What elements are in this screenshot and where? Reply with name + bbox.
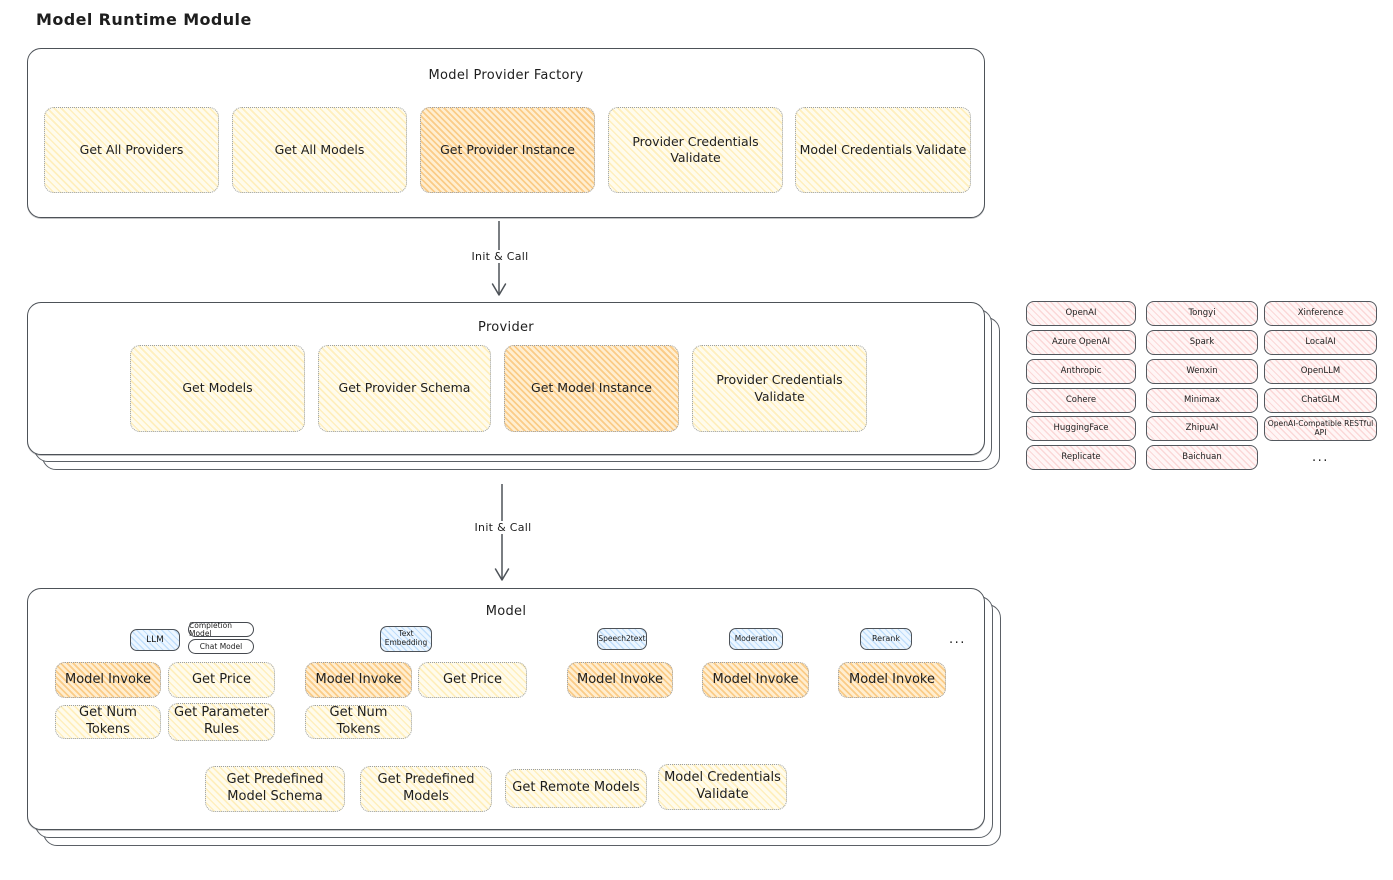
model-tag-text-embedding: Text Embedding	[380, 626, 432, 652]
init-call-label-1: Init & Call	[462, 250, 538, 263]
factory-method-model-credentials-validate: Model Credentials Validate	[795, 107, 971, 193]
provider-method-provider-credentials-validate: Provider Credentials Validate	[692, 345, 867, 432]
provider-item-openai: OpenAI	[1026, 301, 1136, 326]
model-method-get-predefined-model-schema: Get Predefined Model Schema	[205, 766, 345, 812]
provider-item-wenxin: Wenxin	[1146, 359, 1258, 384]
provider-item-localai: LocalAI	[1264, 330, 1377, 355]
model-tag-moderation: Moderation	[729, 628, 783, 650]
model-tags-ellipsis: ...	[949, 631, 966, 647]
provider-item-chatglm: ChatGLM	[1264, 388, 1377, 413]
page-title: Model Runtime Module	[36, 10, 252, 29]
model-method-get-remote-models: Get Remote Models	[505, 769, 647, 808]
model-tag-rerank: Rerank	[860, 628, 912, 650]
provider-method-get-model-instance: Get Model Instance	[504, 345, 679, 432]
model-method-get-price-llm: Get Price	[168, 662, 275, 698]
model-tag-speech2text: Speech2text	[597, 628, 647, 650]
provider-item-huggingface: HuggingFace	[1026, 416, 1136, 441]
provider-item-cohere: Cohere	[1026, 388, 1136, 413]
model-tag-chat-model: Chat Model	[188, 639, 254, 654]
provider-item-replicate: Replicate	[1026, 445, 1136, 470]
provider-method-get-models: Get Models	[130, 345, 305, 432]
provider-item-tongyi: Tongyi	[1146, 301, 1258, 326]
provider-item-baichuan: Baichuan	[1146, 445, 1258, 470]
provider-item-anthropic: Anthropic	[1026, 359, 1136, 384]
model-method-model-invoke-moderation: Model Invoke	[702, 662, 809, 698]
provider-item-zhipuai: ZhipuAI	[1146, 416, 1258, 441]
model-tag-completion-model: Completion Model	[188, 622, 254, 637]
model-method-model-invoke-text-embedding: Model Invoke	[305, 662, 412, 698]
factory-method-provider-credentials-validate: Provider Credentials Validate	[608, 107, 783, 193]
model-tag-llm: LLM	[130, 629, 180, 651]
provider-item-azure-openai: Azure OpenAI	[1026, 330, 1136, 355]
provider-item-xinference: Xinference	[1264, 301, 1377, 326]
provider-title: Provider	[478, 320, 534, 335]
model-method-get-num-tokens-text-embedding: Get Num Tokens	[305, 705, 412, 739]
factory-method-get-all-providers: Get All Providers	[44, 107, 219, 193]
model-method-model-invoke-llm: Model Invoke	[55, 662, 161, 698]
factory-method-get-all-models: Get All Models	[232, 107, 407, 193]
model-method-get-parameter-rules: Get Parameter Rules	[168, 703, 275, 741]
model-method-model-invoke-speech2text: Model Invoke	[567, 662, 673, 698]
factory-title: Model Provider Factory	[428, 68, 584, 83]
init-call-label-2: Init & Call	[465, 521, 541, 534]
provider-grid-ellipsis: ...	[1312, 450, 1329, 465]
provider-item-openai-compatible: OpenAI-Compatible RESTful API	[1264, 416, 1377, 441]
model-title: Model	[485, 604, 527, 619]
factory-method-get-provider-instance: Get Provider Instance	[420, 107, 595, 193]
provider-item-minimax: Minimax	[1146, 388, 1258, 413]
model-method-get-price-text-embedding: Get Price	[418, 662, 527, 698]
model-method-model-credentials-validate: Model Credentials Validate	[658, 764, 787, 810]
provider-method-get-provider-schema: Get Provider Schema	[318, 345, 491, 432]
provider-item-spark: Spark	[1146, 330, 1258, 355]
provider-item-openllm: OpenLLM	[1264, 359, 1377, 384]
model-method-model-invoke-rerank: Model Invoke	[838, 662, 946, 698]
model-method-get-predefined-models: Get Predefined Models	[360, 766, 492, 812]
model-method-get-num-tokens-llm: Get Num Tokens	[55, 705, 161, 739]
